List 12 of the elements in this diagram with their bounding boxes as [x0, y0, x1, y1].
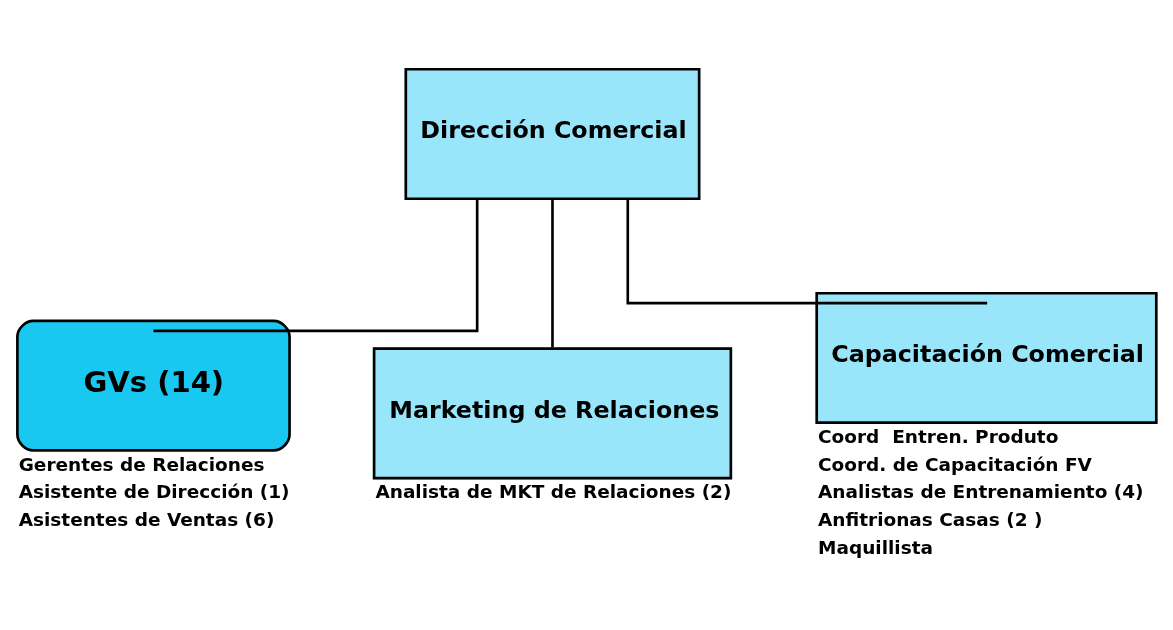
- node-label: Coord Entren. Produto: [818, 425, 1059, 447]
- node-label: Maquillista: [818, 536, 933, 558]
- node-label: Analistas de Entrenamiento (4): [818, 481, 1144, 503]
- node-label: Anfitrionas Casas (2 ): [818, 509, 1043, 530]
- node-label: Asistentes de Ventas (6): [18, 509, 275, 530]
- connector: [551, 200, 554, 348]
- connector: [626, 200, 988, 305]
- connector: [153, 200, 479, 333]
- node-label: Gerentes de Relaciones: [18, 453, 265, 475]
- node-label: Coord. de Capacitación FV: [818, 453, 1092, 475]
- node-label: Analista de MKT de Relaciones (2): [375, 481, 732, 503]
- node-label: Asistente de Dirección (1): [18, 481, 290, 503]
